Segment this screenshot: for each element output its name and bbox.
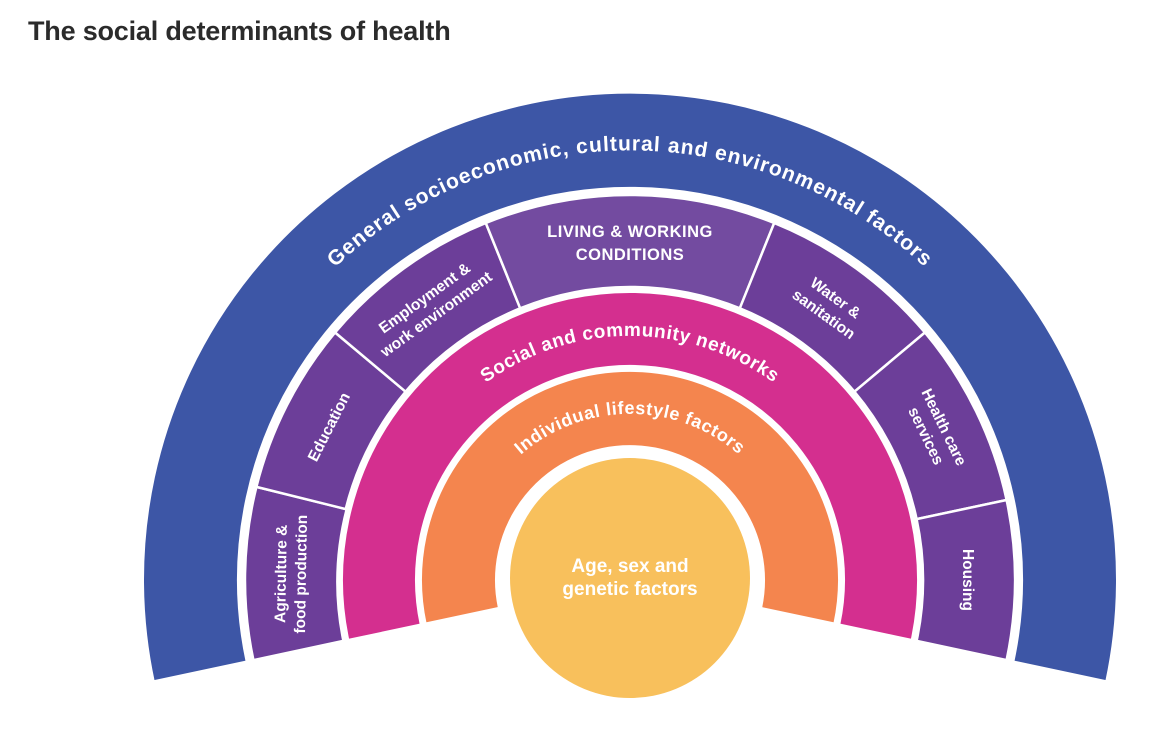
page-title: The social determinants of health xyxy=(28,16,451,46)
svg-text:Housing: Housing xyxy=(959,549,976,611)
ring-individual-lifestyle-factors xyxy=(420,369,840,625)
living-working-conditions-ring xyxy=(243,193,1017,662)
outer-ring-general-factors xyxy=(142,91,1118,683)
segment-housing xyxy=(915,498,1017,662)
svg-text:food production: food production xyxy=(292,515,311,634)
svg-text:LIVING & WORKING: LIVING & WORKING xyxy=(547,223,713,241)
label-agriculture-food-production: Agriculture & food production xyxy=(272,515,311,634)
svg-text:Age, sex and: Age, sex and xyxy=(571,556,688,577)
svg-text:Agriculture &: Agriculture & xyxy=(272,525,291,623)
label-housing: Housing xyxy=(959,549,976,611)
label-living-working-conditions: LIVING & WORKING CONDITIONS xyxy=(547,223,713,264)
center-circle-age-sex-genetics xyxy=(510,458,750,698)
ring-social-community-networks xyxy=(341,291,919,641)
svg-text:genetic factors: genetic factors xyxy=(562,579,697,600)
svg-text:CONDITIONS: CONDITIONS xyxy=(576,246,685,264)
label-age-sex-genetic-factors: Age, sex and genetic factors xyxy=(562,556,697,600)
